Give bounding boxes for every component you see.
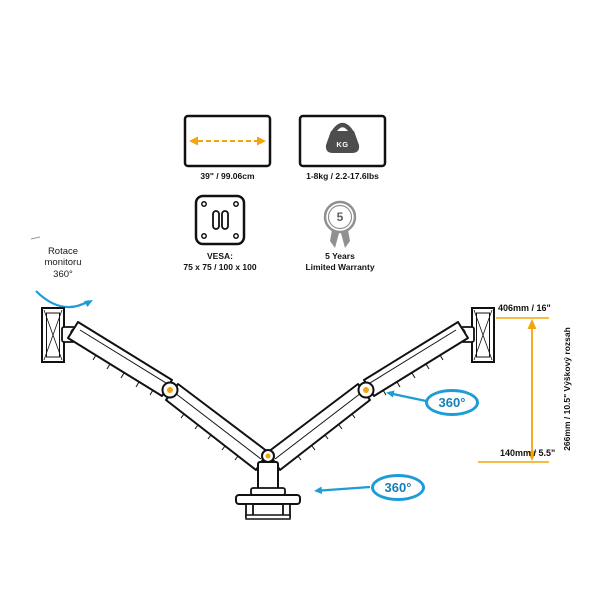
monitor-size-icon (183, 114, 272, 168)
warranty-medal-icon (323, 200, 357, 248)
rotation-arc (35, 290, 90, 309)
base-column (257, 461, 279, 491)
vesa-hole (233, 201, 239, 207)
weight-capacity-icon (298, 114, 387, 168)
right-arm-assembly (267, 321, 469, 471)
ribbon-right (341, 230, 350, 248)
monitor-rotation-label-line3: 360° (53, 269, 73, 280)
kettlebell-body (325, 131, 360, 153)
kettlebell-handle (330, 122, 355, 136)
base-rotation-badge: 360° (371, 474, 425, 501)
monitor-rotation-arrow-icon (30, 236, 93, 309)
dimension-arrow-up (527, 319, 537, 329)
desk-clamp-base (235, 449, 301, 520)
screen-size-label: 39" / 99.06cm (200, 171, 255, 181)
arm-rotation-arrow (386, 390, 427, 403)
right-forearm-segment (363, 321, 469, 397)
base-rotation-arrow (314, 485, 371, 494)
vesa-plate-outline (194, 194, 246, 246)
base-plate (235, 494, 301, 505)
vesa-hole (233, 233, 239, 239)
left-upper-arm-segment (165, 383, 269, 471)
base-rotation-arrow-head (314, 486, 322, 494)
monitor-outline (183, 114, 272, 168)
max-height-label: 406mm / 16" (498, 303, 551, 313)
forearm-detail-line (79, 329, 167, 384)
left-arm-assembly (67, 321, 269, 471)
upper-arm-detail-line (174, 392, 262, 460)
base-rotation-line (320, 485, 371, 492)
dimension-arrow-down (527, 451, 537, 461)
right-upper-arm-segment (267, 383, 371, 471)
arm-rotation-arrow-head (386, 390, 395, 398)
weight-capacity-label: 1-8kg / 2.2-17.6lbs (306, 171, 379, 181)
upper-arm-detail-line (274, 392, 362, 460)
clamp-bar (245, 514, 291, 520)
arrow-right-head (257, 136, 266, 146)
kg-badge: KG (336, 140, 349, 149)
height-dimension (478, 317, 549, 463)
arm-rotation-line (392, 392, 427, 403)
base-accent-dot (265, 453, 271, 459)
medal-inner-circle (327, 204, 353, 230)
elbow-accent-dot (363, 387, 369, 393)
monitor-rotation-label-line2: monitoru (44, 257, 82, 268)
forearm-detail-line (369, 329, 457, 384)
arrow-left-head (189, 136, 198, 146)
bracket-inner (46, 312, 60, 358)
height-range-label: 266mm / 10.5" Výškový rozsah (562, 327, 572, 451)
rotation-tick (30, 236, 41, 240)
right-arm-serrations (297, 354, 444, 461)
base-collar (250, 487, 286, 496)
rotation-arrow-head (84, 300, 93, 307)
bracket-cross (473, 309, 493, 361)
warranty-years-badge: 5 (336, 210, 344, 224)
bracket-inner (476, 312, 490, 358)
bracket-cross (43, 309, 63, 361)
vesa-values: 75 x 75 / 100 x 100 (183, 262, 257, 272)
vesa-hole (201, 201, 207, 207)
vesa-title: VESA: (207, 251, 233, 261)
vesa-hole (201, 233, 207, 239)
ribbon-left (330, 230, 339, 248)
monitor-rotation-label-line1: Rotace (47, 246, 79, 257)
warranty-line1: 5 Years (325, 251, 355, 261)
vesa-pattern-icon (194, 194, 246, 246)
left-arm-serrations (92, 354, 239, 461)
vesa-slot-left (212, 210, 220, 230)
left-forearm-segment (67, 321, 173, 397)
arm-rotation-badge: 360° (425, 389, 479, 416)
vesa-slot-right (221, 210, 229, 230)
min-height-label: 140mm / 5.5" (500, 448, 556, 458)
elbow-accent-dot (167, 387, 173, 393)
warranty-line2: Limited Warranty (305, 262, 375, 272)
